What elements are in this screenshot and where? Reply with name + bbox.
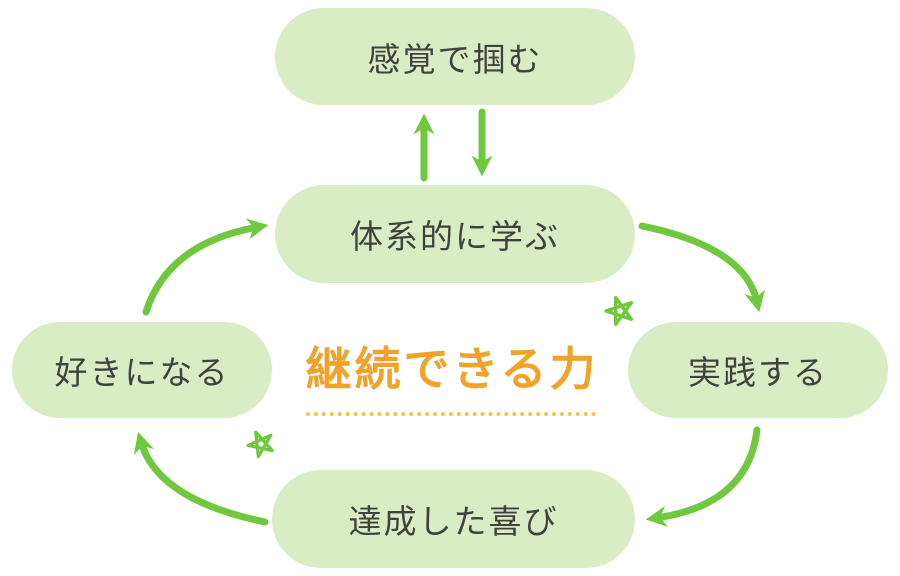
- node-label: 好きになる: [54, 353, 230, 392]
- arrow-achieve-to-like: [133, 431, 269, 526]
- node-label: 実践する: [688, 353, 828, 392]
- node-joy-of-achievement: 達成した喜び: [272, 470, 635, 568]
- node-learn-systematically: 体系的に学ぶ: [275, 185, 635, 283]
- center-title: 継続できる力: [305, 342, 599, 396]
- node-come-to-like: 好きになる: [12, 322, 272, 418]
- arrow-practice-to-achieve: [645, 426, 761, 527]
- node-label: 感覚で掴む: [367, 39, 543, 79]
- sparkle-star-icon: [246, 430, 274, 459]
- node-label: 達成した喜び: [348, 502, 559, 541]
- arrow-learn-to-practice: [638, 222, 766, 313]
- arrow-like-to-learn: [142, 218, 269, 316]
- node-grasp-by-feel: 感覚で掴む: [275, 8, 635, 105]
- sparkle-star-icon: [604, 295, 634, 326]
- dotted-underline: [306, 412, 596, 416]
- node-label: 体系的に学ぶ: [350, 217, 560, 256]
- node-practice: 実践する: [628, 322, 888, 418]
